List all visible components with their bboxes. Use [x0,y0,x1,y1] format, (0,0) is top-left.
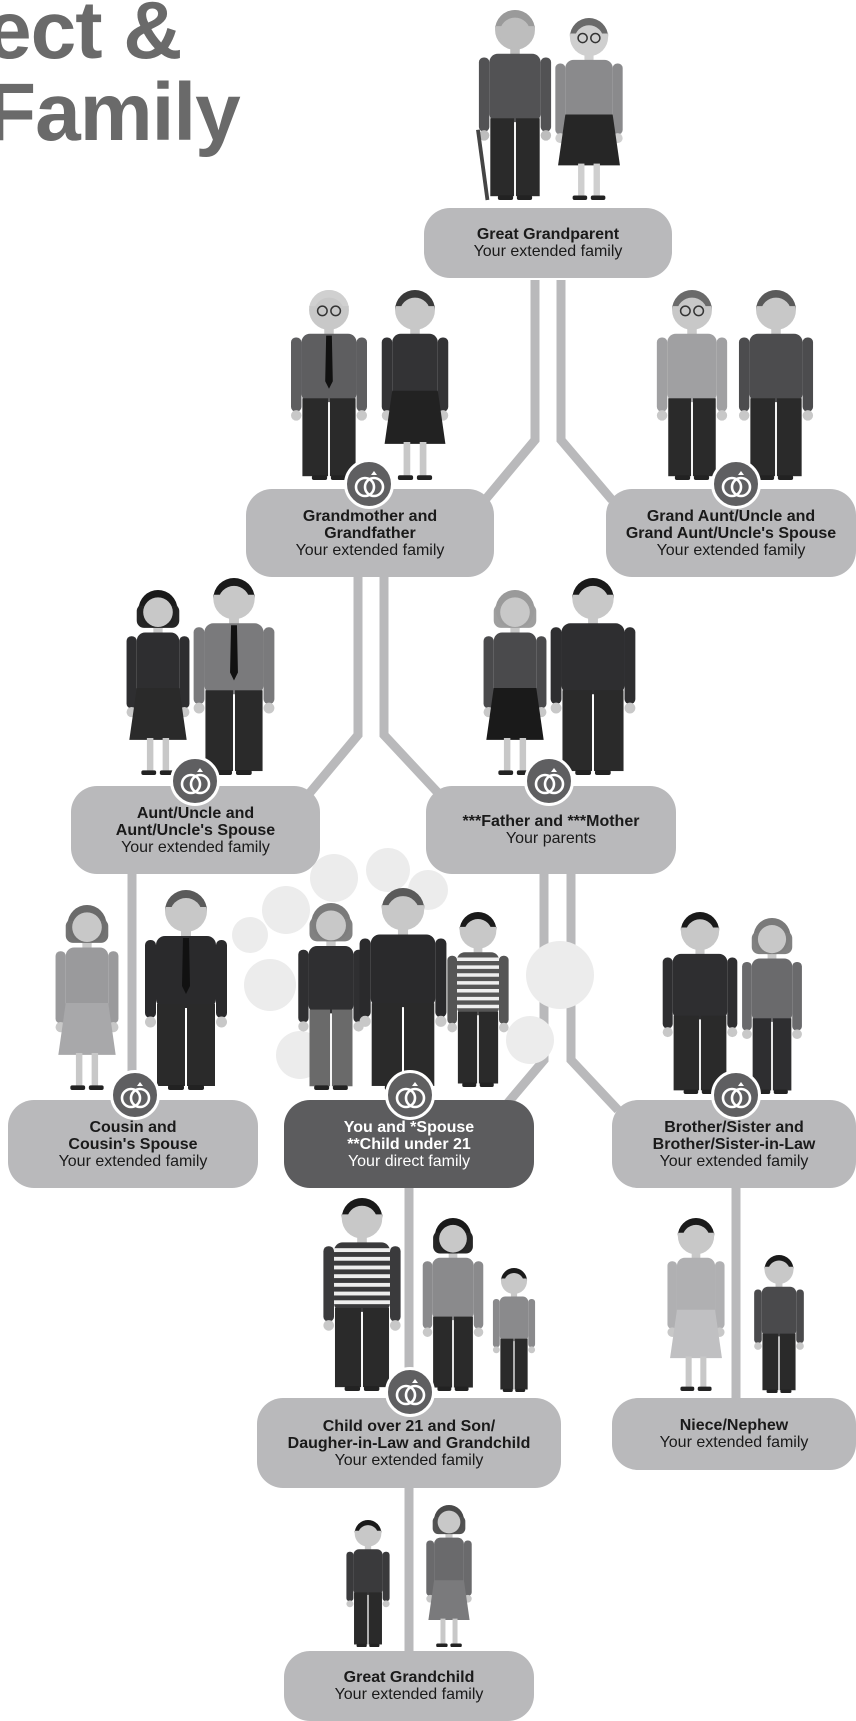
decorative-bubble [232,917,268,953]
wedding-rings-icon [711,459,761,509]
decorative-bubble [244,959,296,1011]
person-figure-icon [667,1218,725,1391]
node-subtitle: Your extended family [334,1451,484,1469]
decorative-bubble [366,848,410,892]
person-figure-icon [754,1255,804,1393]
node-subtitle: Your extended family [659,1152,809,1170]
node-grand-aunt-uncle: Grand Aunt/Uncle and Grand Aunt/Uncle's … [606,489,856,577]
connector-line [481,280,540,503]
node-name: Grandmother and Grandfather [302,507,438,542]
connector-line [566,874,622,1114]
node-subtitle: Your extended family [121,838,270,856]
node-name: Cousin and Cousin's Spouse [68,1118,198,1153]
connector-line [502,874,549,1108]
node-name: Grand Aunt/Uncle and Grand Aunt/Uncle's … [625,507,837,542]
wedding-rings-icon [110,1070,160,1120]
person-figure-icon [492,1268,536,1392]
wedding-rings-icon [170,756,220,806]
wedding-rings-icon [385,1070,435,1120]
decorative-bubble [506,1016,554,1064]
person-figure-icon [126,590,190,775]
decorative-bubble [526,941,594,1009]
wedding-rings-icon [711,1070,761,1120]
node-name: Great Grandchild [343,1669,475,1686]
node-great-grandparent: Great Grandparent Your extended family [424,208,672,278]
title-line-2: Family [0,67,241,158]
person-figure-icon [291,290,367,480]
page-title: ect & Family [0,0,241,158]
node-subtitle: Your extended family [473,243,623,260]
person-figure-icon [476,9,552,201]
node-subtitle: Your extended family [334,1686,484,1703]
decorative-bubble [310,854,358,902]
person-figure-icon [742,917,802,1094]
node-niece-nephew: Niece/Nephew Your extended family [612,1398,856,1470]
node-name: Great Grandparent [476,226,620,243]
node-subtitle: Your extended family [295,541,445,559]
wedding-rings-icon [385,1367,435,1417]
node-subtitle: Your parents [505,830,597,847]
wedding-rings-icon [344,459,394,509]
node-name: Child over 21 and Son/ Daugher-in-Law an… [287,1417,531,1452]
person-figure-icon [662,912,738,1094]
node-name: ***Father and ***Mother [462,813,640,830]
connector-line [379,577,444,799]
node-name: Niece/Nephew [679,1417,789,1434]
wedding-rings-icon [524,756,574,806]
person-figure-icon [555,18,623,200]
connector-line [304,577,363,798]
node-name: Aunt/Uncle and Aunt/Uncle's Spouse [115,804,276,839]
decorative-bubble [262,886,310,934]
person-figure-icon [298,903,364,1090]
person-figure-icon [359,888,447,1090]
person-figure-icon [145,890,227,1090]
person-figure-icon [422,1218,484,1391]
person-figure-icon [346,1520,390,1647]
person-figure-icon [656,290,728,480]
node-name: Brother/Sister and Brother/Sister-in-Law [652,1118,816,1153]
node-name: You and *Spouse **Child under 21 [343,1118,475,1153]
node-subtitle: Your direct family [347,1152,471,1170]
connector-line [556,280,616,503]
person-figure-icon [323,1198,401,1391]
person-figure-icon [550,578,636,775]
person-figure-icon [193,578,275,775]
person-figure-icon [447,912,509,1087]
person-figure-icon [426,1505,472,1647]
person-figure-icon [483,590,547,775]
node-subtitle: Your extended family [58,1152,208,1170]
node-great-grandchild: Great Grandchild Your extended family [284,1651,534,1721]
person-figure-icon [381,290,449,480]
person-figure-icon [55,905,119,1090]
title-line-1: ect & [0,0,183,76]
node-subtitle: Your extended family [656,541,806,559]
node-sibling: Brother/Sister and Brother/Sister-in-Law… [612,1100,856,1188]
node-subtitle: Your extended family [659,1434,809,1451]
person-figure-icon [738,290,814,480]
